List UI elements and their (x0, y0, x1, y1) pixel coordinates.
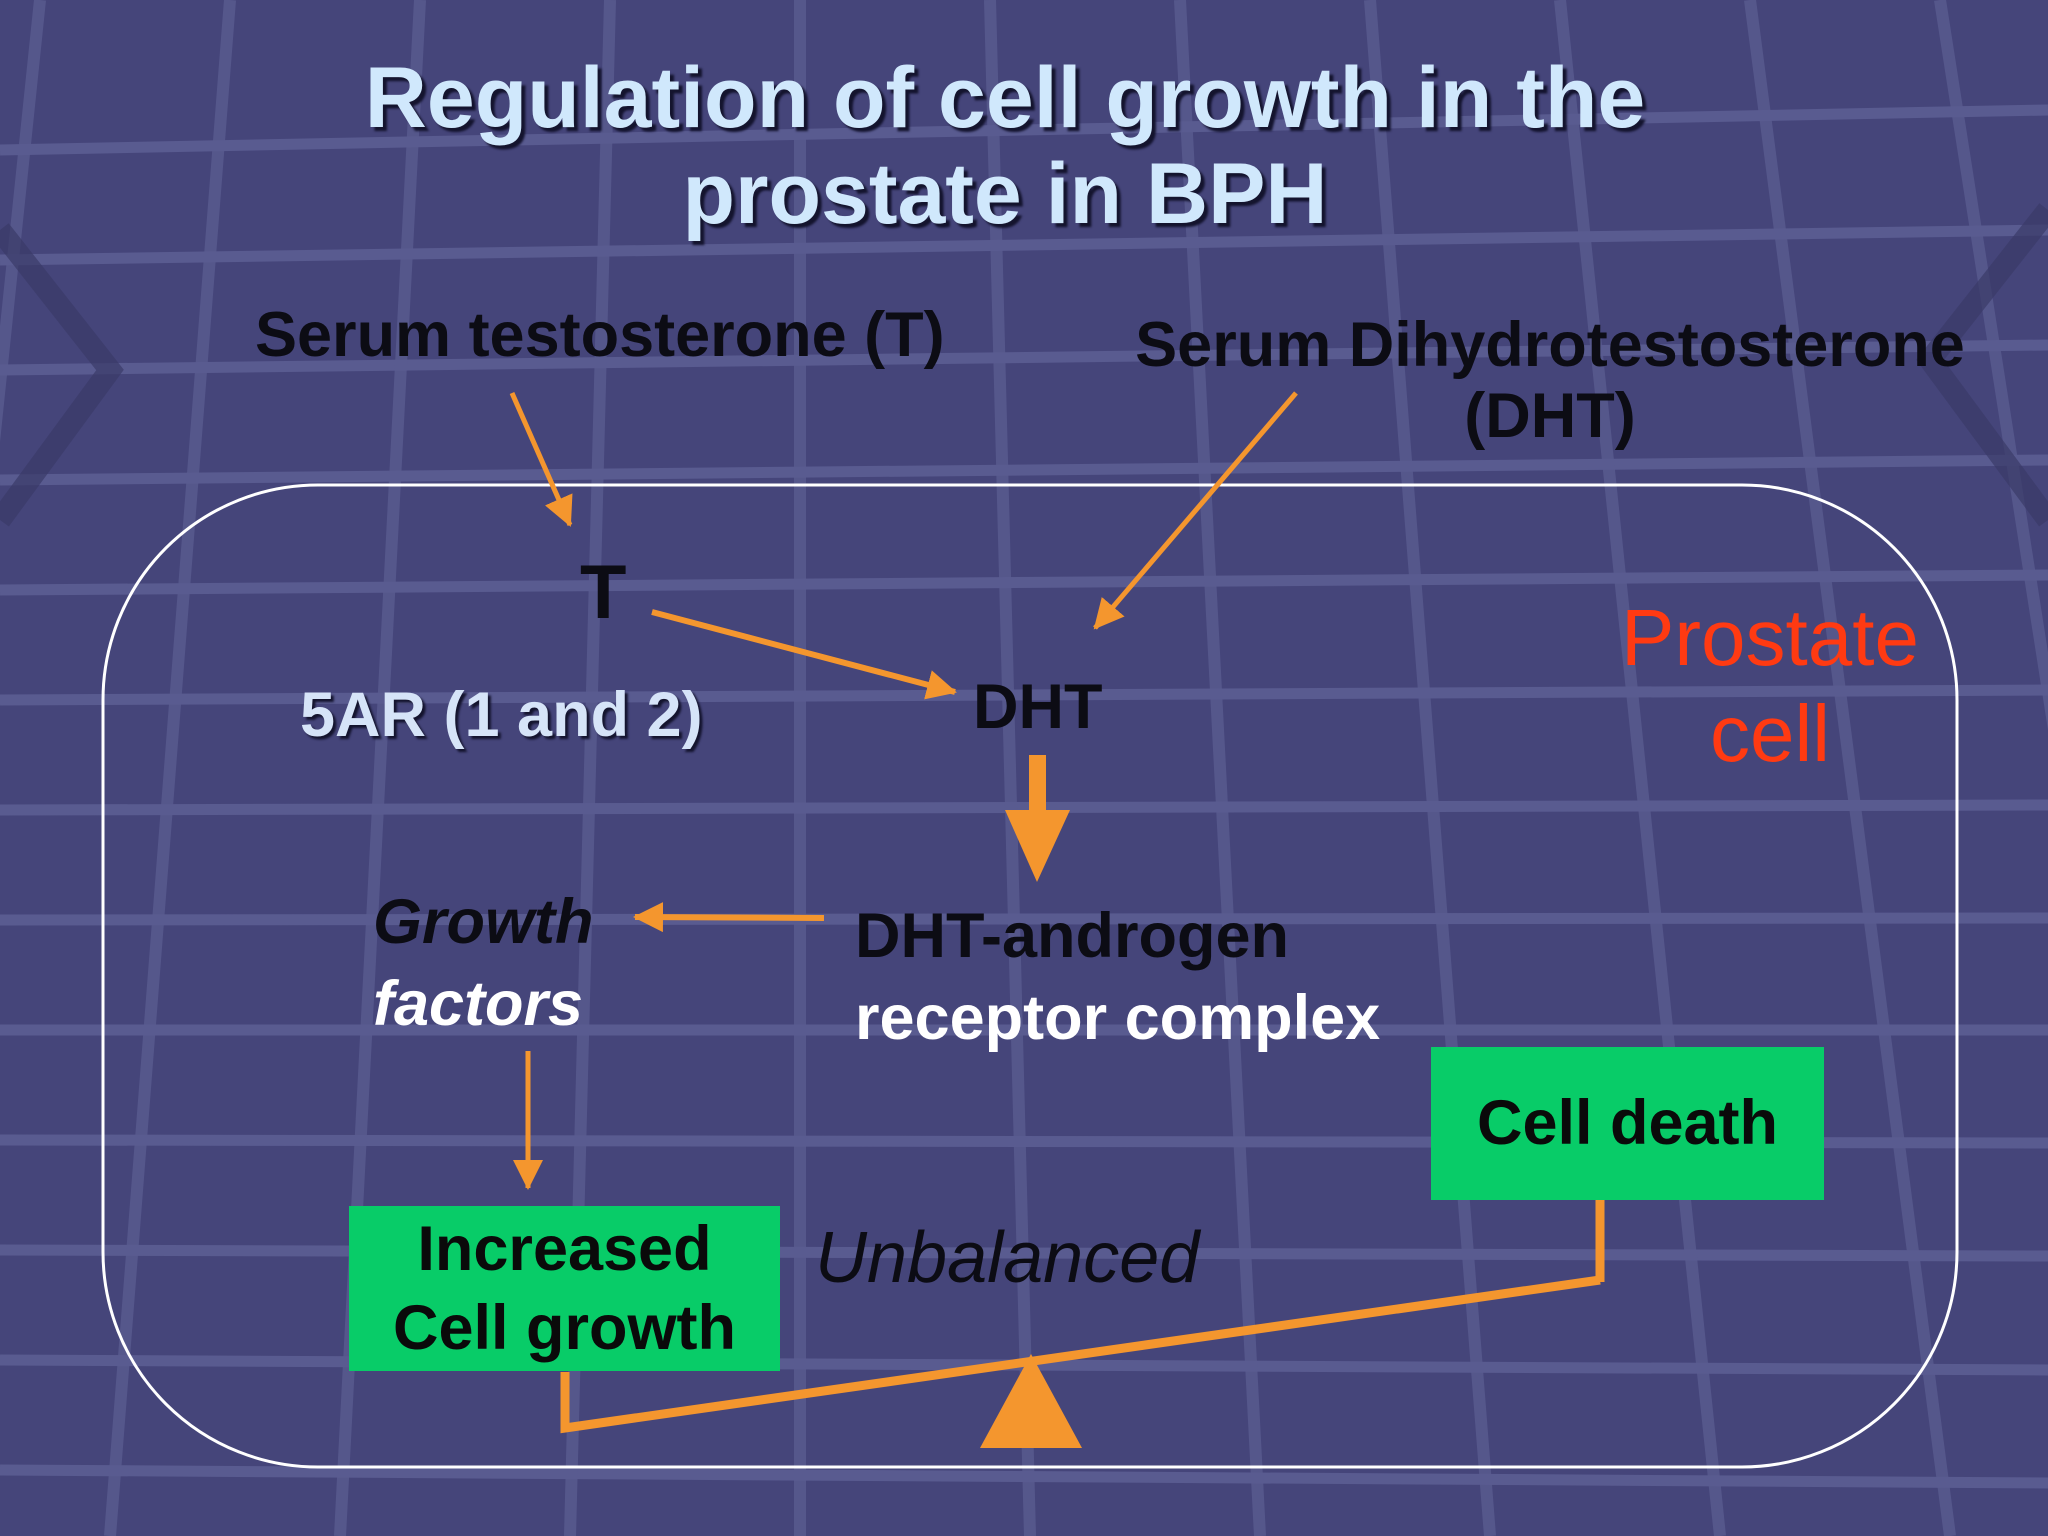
t-node: T (580, 550, 627, 635)
serum-dht-line1: Serum Dihydrotestosterone (1135, 310, 1965, 380)
growth-factors-node: Growth factors (373, 882, 593, 1046)
serum-dht-line2: (DHT) (1464, 380, 1636, 451)
balance-scale (560, 1200, 1605, 1448)
prostate-cell-line2: cell (1709, 689, 1831, 778)
arrow-t-to-dht (651, 609, 957, 700)
arrow-complex-to-growth-factors (633, 902, 825, 933)
serum-dht-label: Serum Dihydrotestosterone (DHT) (1085, 310, 2015, 451)
prostate-cell-outline (101, 483, 1959, 1469)
prostate-cell-line1: Prostate (1621, 593, 1919, 682)
complex-line1: DHT-androgen (855, 901, 1289, 971)
growth-factors-line2: factors (373, 968, 584, 1039)
increased-growth-line1: Increased (417, 1213, 712, 1284)
arrow-serum-dht-to-dht (1093, 391, 1298, 630)
unbalanced-label: Unbalanced (815, 1218, 1200, 1298)
dht-node: DHT (973, 672, 1103, 742)
slide-title: Regulation of cell growth in the prostat… (180, 50, 1830, 243)
enzyme-5ar-label: 5AR (1 and 2) (300, 680, 703, 750)
slide-title-line1: Regulation of cell growth in the (364, 50, 1646, 146)
thick-arrow-dht-to-complex (1005, 755, 1070, 882)
increased-cell-growth-box: Increased Cell growth (349, 1206, 780, 1371)
growth-factors-line1: Growth (373, 887, 594, 957)
slide-title-line2: prostate in BPH (682, 146, 1328, 243)
complex-node: DHT-androgen receptor complex (855, 896, 1380, 1060)
complex-line2: receptor complex (855, 982, 1381, 1053)
arrow-serum-t-to-t (509, 391, 573, 527)
increased-growth-line2: Cell growth (393, 1292, 736, 1363)
cell-death-box: Cell death (1431, 1047, 1824, 1200)
prostate-cell-label: Prostate cell (1590, 590, 1950, 782)
serum-testosterone-label: Serum testosterone (T) (255, 300, 945, 370)
scale-fulcrum (980, 1354, 1082, 1448)
